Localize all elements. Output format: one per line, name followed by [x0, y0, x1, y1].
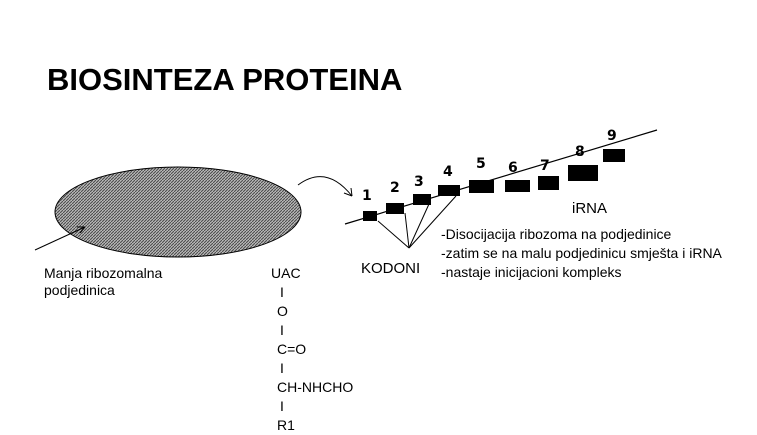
trna-chain: UAC I O I C=O I CH-NHCHO I R1: [271, 264, 371, 435]
chain-bond: I: [280, 322, 284, 338]
chain-group: CH-NHCHO: [277, 379, 354, 395]
codon-block: [413, 194, 431, 205]
kodoni-label: KODONI: [361, 260, 421, 277]
codon-number: 1: [362, 188, 372, 204]
small-ribosomal-subunit: [54, 166, 302, 258]
codon-block: [469, 180, 494, 193]
chain-bond: I: [280, 398, 284, 414]
chain-group: C=O: [277, 341, 307, 357]
notes-list: -Disocijacija ribozoma na podjedinice -z…: [441, 226, 722, 283]
codon-number: 4: [443, 164, 453, 180]
ribosome-label: Manja ribozomalna podjedinica: [44, 265, 162, 299]
irna-label: iRNA: [572, 200, 608, 217]
codon-block: [568, 165, 598, 181]
chain-anticodon: UAC: [271, 265, 301, 281]
codon-block: [505, 180, 530, 192]
codon-number: 2: [390, 180, 400, 196]
subunit-pointer-arrow: [34, 226, 86, 251]
chain-atom: O: [277, 303, 288, 319]
page-title: BIOSINTEZA PROTEINA: [47, 62, 403, 97]
ribosome-label-line: podjedinica: [44, 282, 115, 298]
codon-number: 5: [476, 156, 486, 172]
chain-bond: I: [280, 360, 284, 376]
codon-block: [438, 185, 460, 196]
curved-arrow: [297, 176, 353, 197]
codon-block: [538, 176, 559, 190]
note-line: -Disocijacija ribozoma na podjedinice: [441, 226, 672, 242]
note-line: -nastaje inicijacioni kompleks: [441, 264, 622, 280]
codon-block: [603, 149, 625, 162]
chain-bond: I: [280, 284, 284, 300]
ribosome-label-line: Manja ribozomalna: [44, 265, 163, 281]
kodoni-pointer-lines: [377, 195, 457, 249]
chain-group: R1: [277, 417, 295, 433]
codon-number: 9: [607, 128, 617, 144]
codon-number: 3: [414, 174, 424, 190]
codon-number: 7: [540, 158, 550, 174]
codon-blocks: [363, 149, 625, 221]
note-line: -zatim se na malu podjedinicu smješta i …: [441, 245, 722, 261]
codon-number: 8: [575, 144, 585, 160]
codon-number: 6: [508, 160, 518, 176]
codon-block: [363, 211, 377, 221]
codon-block: [386, 203, 404, 214]
